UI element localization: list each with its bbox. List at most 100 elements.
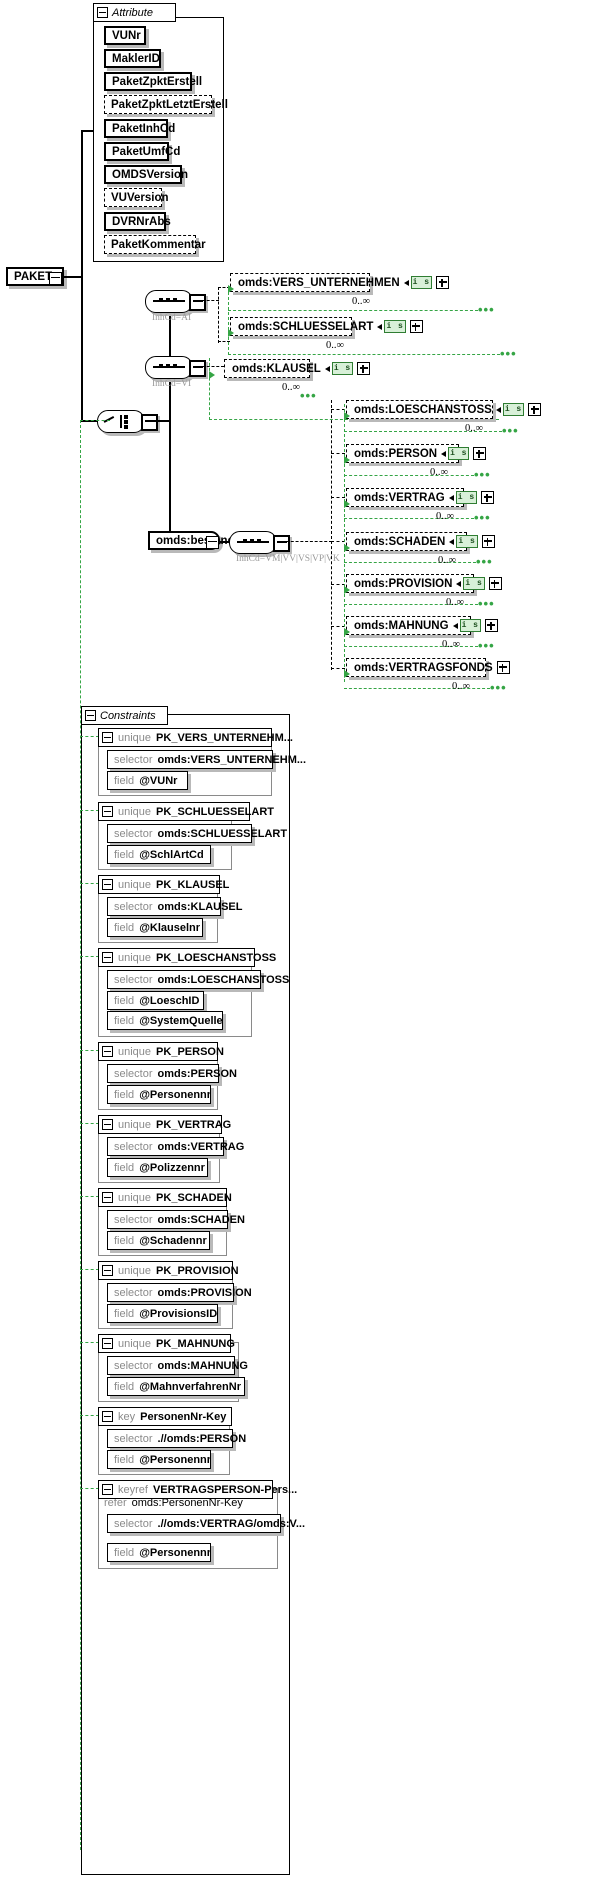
constraint-selector[interactable]: selector omds:PERSON — [107, 1064, 237, 1083]
constraint-field[interactable]: field @Polizzennr — [107, 1158, 208, 1177]
sequence-vi-expand-toggle[interactable] — [189, 360, 206, 377]
sequence-bestand-expand-toggle[interactable] — [273, 535, 290, 552]
constraint-selector[interactable]: selector omds:VERTRAG — [107, 1137, 244, 1156]
expand-icon[interactable] — [496, 661, 510, 674]
green-connector — [344, 646, 478, 647]
attribute-item[interactable]: VUVersion — [104, 188, 169, 207]
attribute-item[interactable]: OMDSVersion — [104, 165, 188, 184]
constraint-field[interactable]: field @Personennr — [107, 1085, 211, 1104]
attribute-item[interactable]: DVRNrAbs — [104, 212, 171, 231]
minus-icon[interactable] — [102, 732, 113, 743]
sequence-compositor-bestand[interactable] — [229, 531, 277, 554]
attribute-pane-header[interactable]: Attribute — [93, 3, 176, 22]
element-mahnung[interactable]: omds:MAHNUNG i s — [346, 616, 498, 635]
constraint-selector[interactable]: selector .//omds:PERSON — [107, 1429, 246, 1448]
expand-icon[interactable] — [481, 535, 495, 548]
minus-icon[interactable] — [102, 1119, 113, 1130]
element-schaden[interactable]: omds:SCHADEN i s — [346, 532, 495, 551]
constraint-selector[interactable]: selector omds:LOESCHANSTOSS — [107, 970, 289, 989]
sequence-compositor-vi[interactable] — [145, 356, 193, 379]
element-person[interactable]: omds:PERSON i s — [346, 444, 487, 463]
expand-icon[interactable] — [473, 447, 487, 460]
attribute-item[interactable]: PaketZpktLetztErstell — [104, 95, 228, 114]
element-vertragsfonds[interactable]: omds:VERTRAGSFONDS — [346, 658, 510, 677]
constraint-field[interactable]: field @Personennr — [107, 1543, 211, 1562]
minus-icon[interactable] — [102, 952, 113, 963]
bestand-collapse-toggle[interactable] — [206, 536, 219, 549]
constraint-field[interactable]: field @ProvisionsID — [107, 1304, 218, 1323]
attribute-item[interactable]: MaklerID — [104, 49, 161, 68]
element-schluesselart[interactable]: omds:SCHLUESSELART i s — [230, 317, 423, 336]
constraint-field[interactable]: field @SchlArtCd — [107, 845, 211, 864]
expand-icon[interactable] — [357, 362, 371, 375]
element-loeschanstoss[interactable]: omds:LOESCHANSTOSS i s — [346, 400, 542, 419]
attribute-item[interactable]: PaketKommentar — [104, 235, 206, 254]
constraint-field[interactable]: field @SystemQuelle — [107, 1011, 223, 1030]
element-label: omds:SCHLUESSELART — [238, 320, 374, 333]
minus-icon[interactable] — [102, 1338, 113, 1349]
constraint-header[interactable]: unique PK_LOESCHANSTOSS — [98, 948, 276, 967]
attribute-item[interactable]: VUNr — [104, 26, 146, 45]
constraint-header[interactable]: keyref VERTRAGSPERSON-Pers... — [98, 1480, 297, 1499]
element-vers-unternehmen[interactable]: omds:VERS_UNTERNEHMEN i s — [230, 273, 450, 292]
constraint-field[interactable]: field @Personennr — [107, 1450, 211, 1469]
constraint-header[interactable]: unique PK_PROVISION — [98, 1261, 239, 1280]
constraint-selector[interactable]: selector omds:PROVISION — [107, 1283, 252, 1302]
green-arrow-icon — [228, 285, 234, 293]
minus-icon[interactable] — [102, 1192, 113, 1203]
constraint-selector[interactable]: selector omds:SCHADEN — [107, 1210, 245, 1229]
root-element-paket[interactable]: PAKET — [6, 267, 64, 286]
element-klausel[interactable]: omds:KLAUSEL i s — [224, 359, 371, 378]
constraint-header[interactable]: unique PK_KLAUSEL — [98, 875, 229, 894]
sequence-compositor-ai[interactable] — [145, 290, 193, 313]
type-badge-icon: i s — [463, 577, 485, 590]
expand-icon[interactable] — [484, 619, 498, 632]
constraint-selector[interactable]: selector omds:SCHLUESSELART — [107, 824, 287, 843]
arrow-icon — [449, 538, 455, 545]
element-vertrag[interactable]: omds:VERTRAG i s — [346, 488, 495, 507]
expand-icon[interactable] — [409, 320, 423, 333]
choice-compositor[interactable] — [97, 410, 145, 433]
constraint-field[interactable]: field @VUNr — [107, 771, 188, 790]
minus-icon[interactable] — [102, 1265, 113, 1276]
constraint-header[interactable]: key PersonenNr-Key — [98, 1407, 232, 1426]
type-badge-icon: i s — [331, 362, 354, 375]
constraint-selector[interactable]: selector omds:VERS_UNTERNEHM... — [107, 750, 306, 769]
constraint-header[interactable]: unique PK_PERSON — [98, 1042, 224, 1061]
minus-icon[interactable] — [102, 1411, 113, 1422]
minus-icon[interactable] — [102, 1484, 113, 1495]
minus-icon[interactable] — [85, 710, 96, 721]
attribute-label: VUNr — [112, 29, 141, 42]
constraint-header[interactable]: unique PK_SCHADEN — [98, 1188, 232, 1207]
constraint-header[interactable]: unique PK_VERTRAG — [98, 1115, 231, 1134]
attribute-item[interactable]: PaketZpktErstell — [104, 72, 202, 91]
minus-icon[interactable] — [102, 879, 113, 890]
minus-icon[interactable] — [102, 806, 113, 817]
expand-icon[interactable] — [488, 577, 502, 590]
constraint-selector[interactable]: selector .//omds:VERTRAG/omds:V... — [107, 1514, 305, 1533]
constraint-header[interactable]: unique PK_SCHLUESSELART — [98, 802, 274, 821]
root-collapse-toggle[interactable] — [49, 272, 62, 285]
constraint-header[interactable]: unique PK_MAHNUNG — [98, 1334, 235, 1353]
constraint-field[interactable]: field @MahnverfahrenNr — [107, 1377, 245, 1396]
expand-icon[interactable] — [436, 276, 450, 289]
constraint-header[interactable]: unique PK_VERS_UNTERNEHM... — [98, 728, 293, 747]
attribute-item[interactable]: PaketInhCd — [104, 119, 175, 138]
attribute-item[interactable]: PaketUmfCd — [104, 142, 180, 161]
constraint-selector[interactable]: selector omds:KLAUSEL — [107, 897, 242, 916]
choice-expand-toggle[interactable] — [141, 414, 158, 431]
constraint-field[interactable]: field @Schadennr — [107, 1231, 210, 1250]
selector-value: omds:VERTRAG — [157, 1140, 245, 1153]
constraint-field[interactable]: field @LoeschID — [107, 991, 204, 1010]
constraint-field[interactable]: field @Klauselnr — [107, 918, 203, 937]
expand-icon[interactable] — [528, 403, 542, 416]
minus-icon[interactable] — [102, 1046, 113, 1057]
constraints-pane-header[interactable]: Constraints — [81, 706, 168, 725]
constraint-selector[interactable]: selector omds:MAHNUNG — [107, 1356, 248, 1375]
element-provision[interactable]: omds:PROVISION i s — [346, 574, 502, 593]
minus-icon[interactable] — [97, 7, 108, 18]
field-value: @Personennr — [139, 1546, 212, 1559]
sequence-ai-expand-toggle[interactable] — [189, 294, 206, 311]
green-arrow-icon — [344, 544, 350, 552]
expand-icon[interactable] — [481, 491, 495, 504]
